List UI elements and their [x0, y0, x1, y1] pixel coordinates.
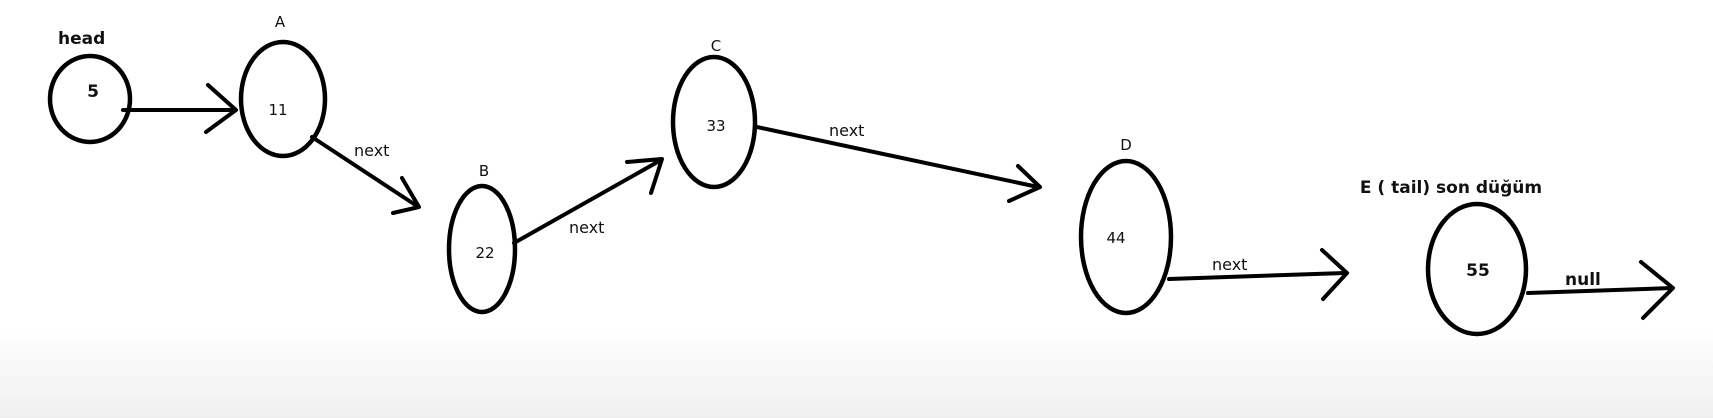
- node-a-value: 11: [268, 101, 287, 119]
- node-head: [47, 53, 133, 145]
- node-a-ring: [238, 39, 328, 159]
- edge-c-to-d: [755, 125, 1042, 203]
- node-b-name: B: [479, 162, 489, 180]
- edge-c-to-d-label: next: [829, 121, 864, 140]
- node-c-value: 33: [706, 117, 725, 135]
- edge-a-to-b-arrowhead: [391, 176, 421, 215]
- node-e-name: E ( tail) son düğüm: [1360, 178, 1542, 198]
- node-e-value: 55: [1466, 261, 1490, 281]
- edge-e-null-arrowhead: [1639, 260, 1675, 320]
- edge-a-to-b: [310, 135, 421, 215]
- edge-head-to-a: [121, 83, 238, 134]
- edge-head-to-a-arrowhead: [204, 83, 238, 134]
- node-b-ring: [446, 183, 518, 315]
- node-b: [446, 183, 518, 315]
- node-d: [1078, 158, 1174, 316]
- node-c-ring: [670, 54, 758, 190]
- edge-b-to-c-arrowhead: [625, 157, 664, 195]
- node-d-ring: [1078, 158, 1174, 316]
- node-head-ring: [47, 53, 133, 145]
- node-d-value: 44: [1106, 229, 1125, 247]
- node-e-ring: [1425, 201, 1529, 337]
- node-head-value: 5: [87, 82, 99, 102]
- edge-d-next-label: next: [1212, 255, 1247, 274]
- node-head-name: head: [58, 29, 105, 49]
- node-b-value: 22: [475, 244, 494, 262]
- node-c-name: C: [711, 37, 721, 55]
- edge-b-to-c: [512, 157, 664, 245]
- edge-e-null-line: [1526, 286, 1674, 295]
- edge-d-next-arrowhead: [1320, 248, 1349, 301]
- node-a: [238, 39, 328, 159]
- node-a-name: A: [275, 13, 286, 31]
- edge-e-null: [1526, 260, 1675, 320]
- edge-e-null-label: null: [1565, 270, 1601, 290]
- edge-a-to-b-label: next: [354, 141, 389, 160]
- edge-c-to-d-arrowhead: [1007, 164, 1042, 203]
- edge-d-next-line: [1167, 271, 1347, 281]
- edge-b-to-c-line: [512, 158, 663, 245]
- edge-a-to-b-line: [310, 135, 419, 208]
- edge-d-next: [1167, 248, 1349, 301]
- node-e: [1425, 201, 1529, 337]
- node-d-name: D: [1120, 136, 1132, 154]
- node-c: [670, 54, 758, 190]
- bottom-fade: [0, 330, 1713, 418]
- edge-b-to-c-label: next: [569, 218, 604, 237]
- edge-c-to-d-line: [755, 125, 1040, 189]
